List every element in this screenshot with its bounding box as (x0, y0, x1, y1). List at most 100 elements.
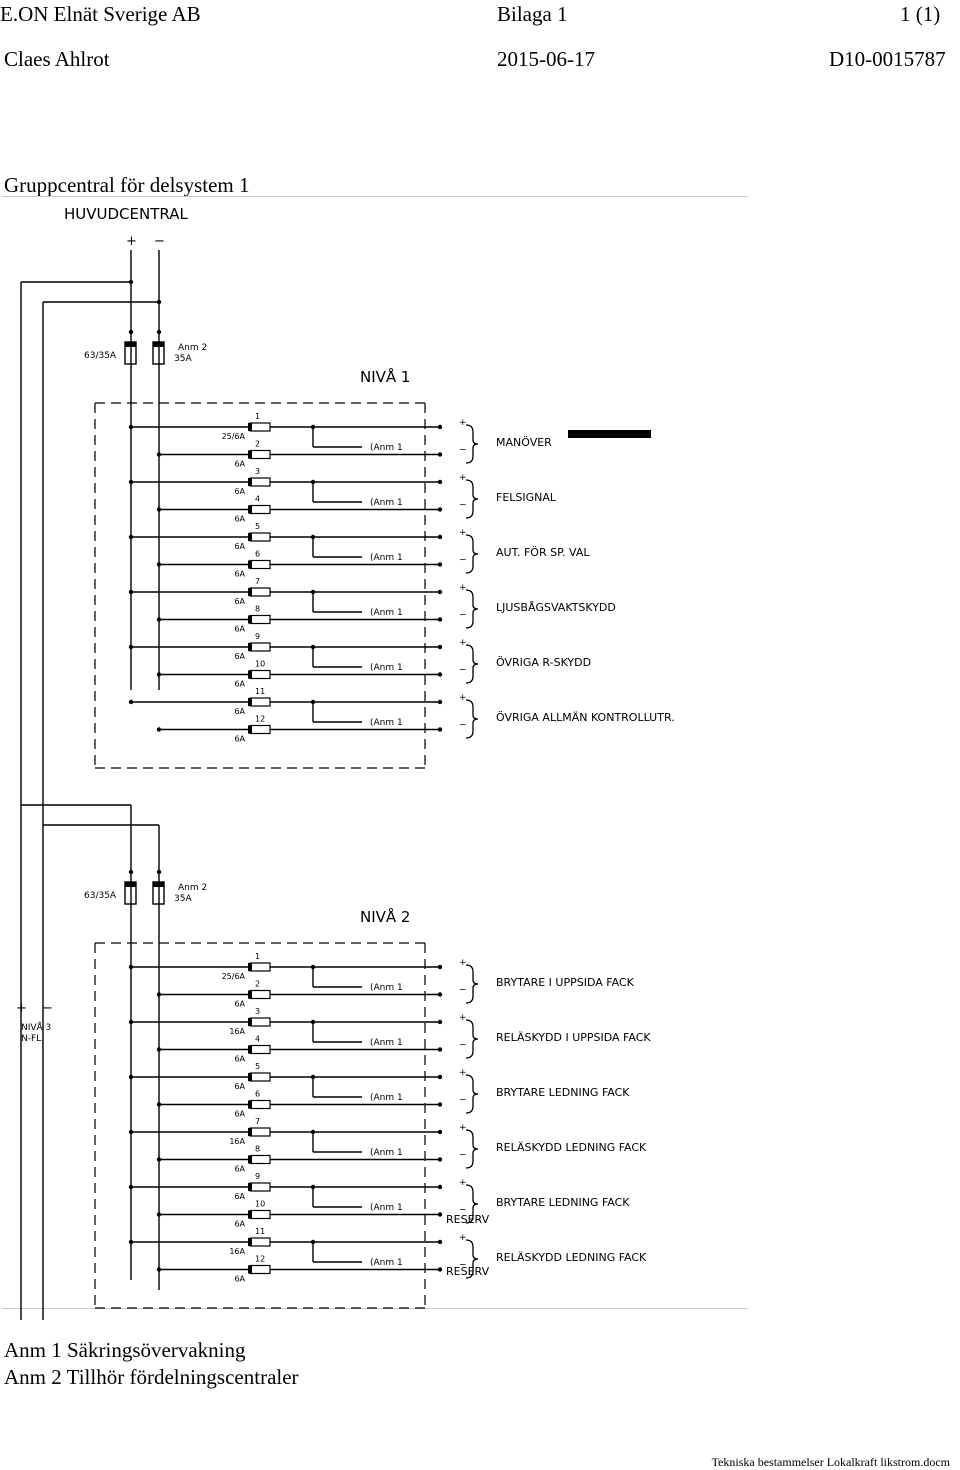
author-name: Claes Ahlrot (4, 47, 110, 71)
note-anm1: Anm 1 Säkringsövervakning (4, 1338, 246, 1362)
monitor-note: (Anm 1 (370, 663, 403, 673)
output-brace (465, 534, 479, 574)
terminal-polarity: + (459, 418, 467, 428)
branch-fuse-cap (248, 643, 252, 651)
output-label: RELÄSKYDD LEDNING FACK (496, 1251, 647, 1264)
branch-fuse-7 (249, 1127, 271, 1137)
junction-dot (128, 869, 134, 875)
branch-rating: 25/6A (222, 432, 246, 441)
branch-fuse-11 (249, 1237, 271, 1247)
footer-filename: Tekniska bestammelser Lokalkraft likstro… (711, 1455, 950, 1469)
main-fuse-rating-right: 35A (174, 354, 192, 364)
branch-fuse-2 (249, 989, 271, 1000)
branch-fuse-8 (249, 1154, 271, 1165)
monitor-note: (Anm 1 (370, 983, 403, 993)
terminal-dot (437, 1047, 443, 1052)
terminal-dot (437, 964, 443, 970)
terminal-polarity: − (459, 721, 467, 731)
branch-rating: 6A (234, 707, 245, 716)
branch-rating: 25/6A (222, 972, 246, 981)
terminal-polarity: + (459, 583, 467, 593)
branch-fuse-cap (248, 1100, 252, 1109)
branch-rating: 6A (234, 1165, 245, 1174)
branch-rating: 16A (229, 1137, 245, 1146)
terminal-dot (437, 424, 443, 430)
terminal-polarity: + (459, 528, 467, 538)
branch-fuse-cap (248, 560, 252, 569)
main-fuse-rating-right: 35A (174, 894, 192, 904)
appendix-label: Bilaga 1 (497, 2, 568, 26)
output-label: RELÄSKYDD I UPPSIDA FACK (496, 1031, 651, 1044)
output-brace (465, 644, 479, 684)
branch-fuse-cap (248, 1018, 252, 1026)
branch-number: 11 (255, 687, 265, 696)
branch-fuse-6 (249, 559, 271, 570)
branch-rating: 16A (229, 1027, 245, 1036)
branch-rating: 6A (234, 1000, 245, 1009)
branch-fuse-cap (248, 963, 252, 971)
branch-fuse-cap (248, 1128, 252, 1136)
terminal-polarity: + (459, 638, 467, 648)
branch-number: 6 (255, 550, 260, 559)
branch-number: 5 (255, 522, 260, 531)
branch-number: 9 (255, 632, 260, 641)
monitor-note: (Anm 1 (370, 608, 403, 618)
monitor-note: (Anm 1 (370, 443, 403, 453)
terminal-polarity: − (459, 1041, 467, 1051)
redaction-bar (568, 430, 651, 438)
reserve-label: RESERV (446, 1213, 490, 1226)
terminal-dot (437, 672, 443, 677)
terminal-polarity: − (459, 1261, 467, 1271)
junction-dot (156, 299, 162, 305)
branch-fuse-2 (249, 449, 271, 460)
branch-rating: 6A (234, 1192, 245, 1201)
terminal-dot (437, 992, 443, 997)
branch-fuse-9 (249, 642, 271, 652)
output-brace (465, 479, 479, 519)
main-central-label: HUVUDCENTRAL (64, 205, 188, 223)
monitor-note: (Anm 1 (370, 1148, 403, 1158)
main-fuse-rating: 63/35A (84, 351, 117, 361)
branch-fuse-cap (248, 725, 252, 734)
branch-number: 8 (255, 605, 260, 614)
branch-fuse-10 (249, 1209, 271, 1220)
notes: Anm 1 Säkringsövervakning Anm 2 Tillhör … (4, 1337, 299, 1391)
branch-fuse-cap (248, 615, 252, 624)
terminal-dot (437, 1074, 443, 1080)
document-date: 2015-06-17 (497, 47, 595, 71)
branch-number: 5 (255, 1062, 260, 1071)
branch-rating: 6A (234, 652, 245, 661)
branch-number: 3 (255, 467, 260, 476)
branch-rating: 6A (234, 597, 245, 606)
branch-rating: 6A (234, 460, 245, 469)
branch-fuse-cap (248, 990, 252, 999)
output-label: ÖVRIGA ALLMÄN KONTROLLUTR. (496, 711, 675, 724)
output-label: FELSIGNAL (496, 491, 557, 504)
niva3-plus: + (16, 1001, 27, 1016)
monitor-note: (Anm 1 (370, 1093, 403, 1103)
output-label: BRYTARE I UPPSIDA FACK (496, 976, 635, 989)
branch-fuse-6 (249, 1099, 271, 1110)
branch-rating: 6A (234, 542, 245, 551)
branch-fuse-12 (249, 724, 271, 735)
output-brace (465, 1239, 479, 1279)
branch-fuse-cap (248, 588, 252, 596)
main-fuse-rating: 63/35A (84, 891, 117, 901)
branch-rating: 6A (234, 570, 245, 579)
page-title: Gruppcentral för delsystem 1 (4, 173, 250, 197)
company-name: E.ON Elnät Sverige AB (0, 2, 201, 26)
branch-rating: 6A (234, 625, 245, 634)
branch-number: 7 (255, 577, 260, 586)
terminal-dot (437, 617, 443, 622)
output-brace (465, 1129, 479, 1169)
terminal-polarity: − (459, 611, 467, 621)
top-rule (2, 196, 748, 197)
branch-fuse-cap (248, 1155, 252, 1164)
terminal-dot (437, 1184, 443, 1190)
niva3-label: NIVÅ 3 (21, 1021, 51, 1033)
terminal-polarity: − (459, 1151, 467, 1161)
branch-fuse-12 (249, 1264, 271, 1275)
level-name: NIVÅ 2 (360, 907, 410, 926)
branch-number: 1 (255, 952, 260, 961)
branch-number: 6 (255, 1090, 260, 1099)
